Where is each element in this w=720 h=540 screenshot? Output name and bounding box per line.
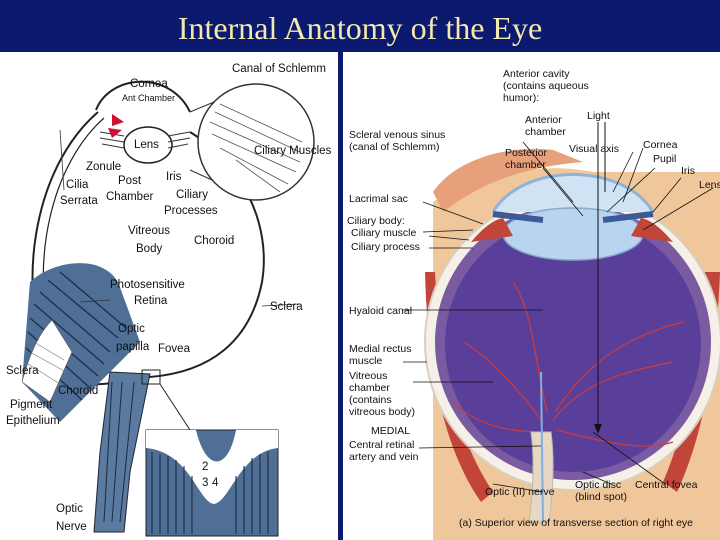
label-canal-of-schlemm: Canal of Schlemm (232, 63, 326, 75)
label-choroid-bottom: Choroid (58, 385, 98, 397)
label-pigment: Pigment (10, 399, 53, 411)
label-anterior-cavity: Anterior cavity (503, 68, 570, 80)
label-lens: Lens (134, 139, 159, 151)
label-choroid-top: Choroid (194, 235, 234, 247)
red-arrow-1 (112, 114, 124, 126)
label-cornea: Cornea (130, 78, 168, 90)
label-serrata: Serrata (60, 195, 98, 207)
label-artery-and-vein: artery and vein (349, 451, 419, 463)
label-contains-aqueous: (contains aqueous (503, 80, 589, 92)
label-retina: Retina (134, 295, 168, 307)
label-vitreous-body: Body (136, 243, 162, 255)
label-vitreous-body: vitreous body) (349, 406, 415, 418)
fovea-marker (141, 369, 161, 385)
label-cilia: Cilia (66, 179, 89, 191)
slide-title: Internal Anatomy of the Eye (177, 10, 543, 46)
label-zonule: Zonule (86, 161, 121, 173)
label-lens: Lens (699, 179, 720, 191)
label-visual-axis: Visual axis (569, 143, 619, 155)
label-light: Light (587, 110, 610, 122)
optic-nerve-shape (528, 431, 554, 523)
label-ciliary-muscle: Ciliary muscle (351, 227, 417, 239)
label-inset-2: 2 (202, 461, 208, 473)
label-papilla: papilla (116, 341, 150, 353)
label-post-chamber: Chamber (106, 191, 153, 203)
label-posterior-chamber: chamber (505, 159, 546, 171)
cornea-shape (491, 173, 655, 213)
figure-caption: (a) Superior view of transverse section … (459, 517, 693, 529)
label-post: Post (118, 175, 142, 187)
label-central-retinal: Central retinal (349, 439, 414, 451)
label-optic-nerve-2: Nerve (56, 521, 87, 533)
label-pupil: Pupil (653, 153, 676, 165)
label-ciliary-muscles: Ciliary Muscles (254, 145, 332, 157)
label-epithelium: Epithelium (6, 415, 60, 427)
label-sclera-right: Sclera (270, 301, 303, 313)
schematic-eye-diagram: Cornea Ant Chamber Canal of Schlemm Lens… (0, 52, 338, 540)
label-central-fovea: Central fovea (635, 479, 698, 491)
label-lacrimal-sac: Lacrimal sac (349, 193, 408, 205)
retinal-vessels (452, 281, 684, 447)
label-vitreous: Vitreous (128, 225, 170, 237)
label-iris: Iris (681, 165, 695, 177)
label-optic-disc: Optic disc (575, 479, 621, 491)
label-fovea: Fovea (158, 343, 191, 355)
label-iris: Iris (166, 171, 182, 183)
label-anterior-chamber: chamber (525, 126, 566, 138)
fovea-inset (145, 429, 279, 537)
retina-section (21, 263, 140, 422)
label-processes: Processes (164, 205, 218, 217)
red-arrow-2 (108, 128, 122, 138)
anatomical-eye-section: Anterior cavity (contains aqueous humor)… (343, 52, 720, 540)
label-optic-nerve-1: Optic (56, 503, 83, 515)
label-photosensitive: Photosensitive (110, 279, 185, 291)
label-medial-rectus: Medial rectus (349, 343, 411, 355)
label-chamber: chamber (349, 382, 390, 394)
lens-shape (123, 126, 173, 164)
label-hyaloid-canal: Hyaloid canal (349, 305, 412, 317)
label-ant-chamber: Ant Chamber (122, 93, 175, 103)
label-humor: humor): (503, 92, 539, 104)
label-scleral-venous-sinus: Scleral venous sinus (349, 129, 445, 141)
label-posterior: Posterior (505, 147, 548, 159)
label-ciliary-process: Ciliary process (351, 241, 420, 253)
optic-nerve-shape (93, 371, 151, 533)
iris-shape (492, 211, 654, 223)
label-ciliary-body: Ciliary body: (347, 215, 405, 227)
label-vitreous: Vitreous (349, 370, 387, 382)
ciliary-magnifier (197, 83, 315, 201)
label-inset-4: 4 (212, 477, 219, 489)
label-contains: (contains (349, 394, 392, 406)
label-medial: MEDIAL (371, 425, 410, 437)
vitreous-chamber (445, 216, 701, 472)
label-optic: Optic (118, 323, 145, 335)
label-cornea: Cornea (643, 139, 678, 151)
label-inset-3: 3 (202, 477, 208, 489)
label-canal-of-schlemm: (canal of Schlemm) (349, 141, 439, 153)
label-ciliary: Ciliary (176, 189, 208, 201)
label-sclera-left: Sclera (6, 365, 39, 377)
label-optic-nerve: Optic (II) nerve (485, 486, 555, 498)
label-blind-spot: (blind spot) (575, 491, 627, 503)
label-anterior: Anterior (525, 114, 562, 126)
label-muscle: muscle (349, 355, 382, 367)
cornea-shape (95, 80, 191, 113)
